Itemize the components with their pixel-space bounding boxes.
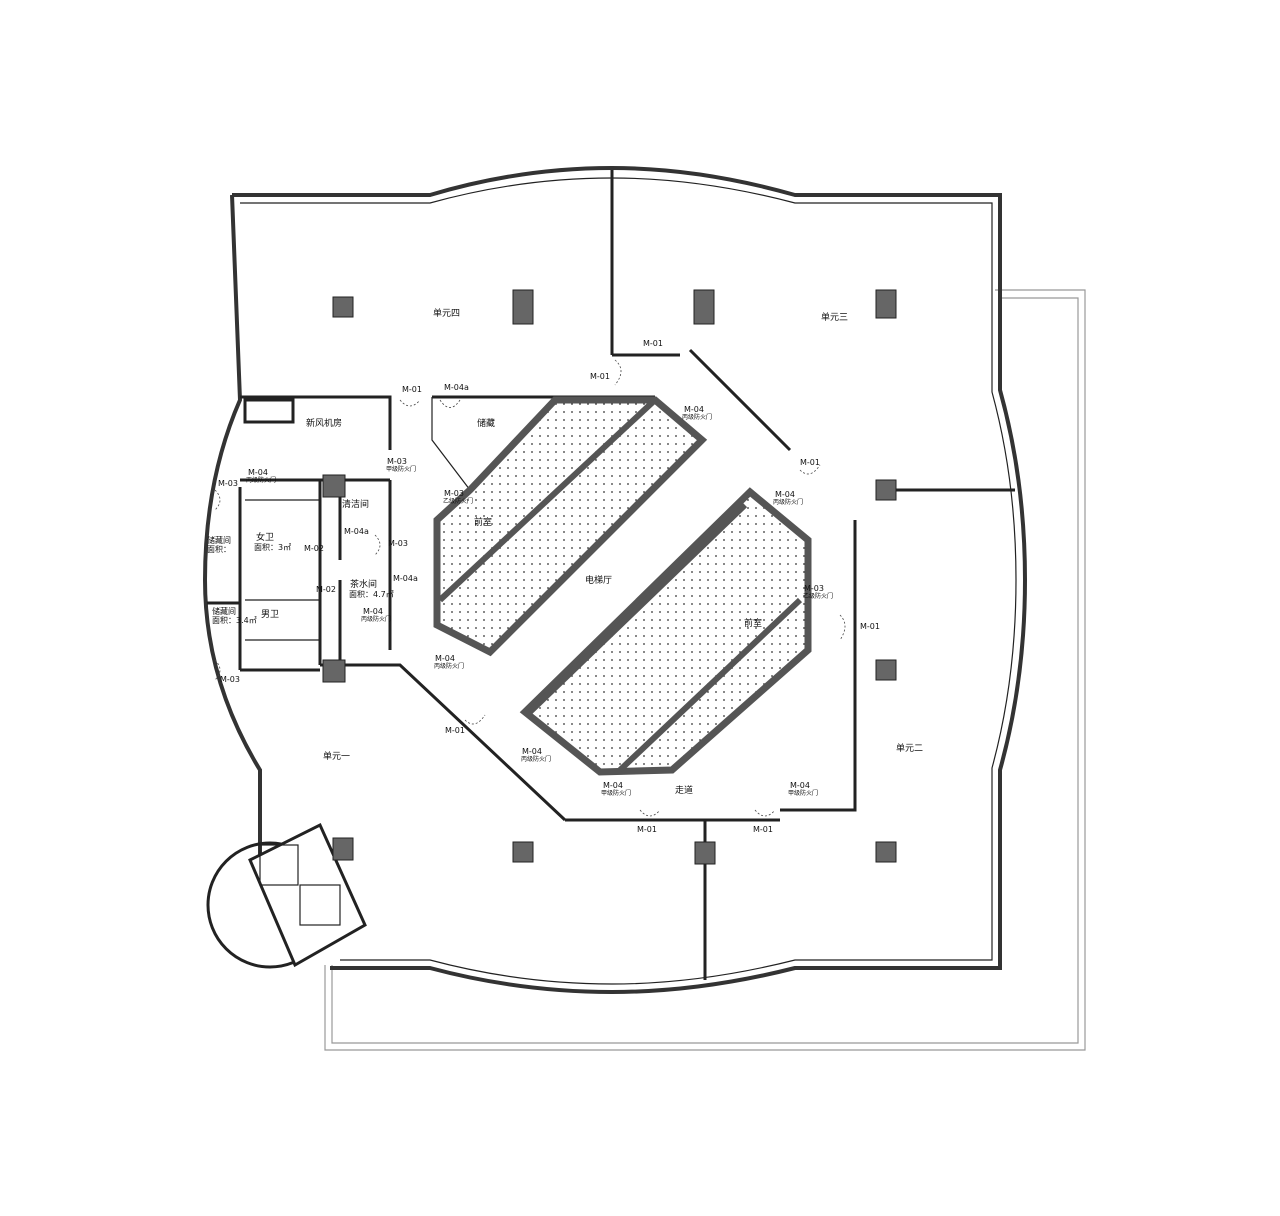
terrace-outline [324,289,1086,1051]
door-label: M-04a [393,574,418,583]
core-north [433,396,708,657]
area-storeroom-2: 面积：3.4㎡ [212,615,257,625]
svg-text:乙级防火门: 乙级防火门 [443,497,473,505]
room-fresh-air: 新风机房 [306,417,342,429]
svg-text:甲级防火门: 甲级防火门 [788,789,818,797]
room-storeroom-1: 储藏间 [207,535,231,545]
svg-text:M-03: M-03 [444,489,464,498]
svg-text:丙级防火门: 丙级防火门 [682,413,712,421]
room-corridor: 走道 [675,784,693,796]
svg-text:M-04: M-04 [522,747,542,756]
svg-text:M-04: M-04 [775,490,795,499]
svg-text:M-04: M-04 [684,405,704,414]
room-pantry: 茶水间 [350,578,377,590]
room-anteroom-north: 前室 [474,516,492,528]
door-label: M-01 [860,622,880,631]
svg-text:丙级防火门: 丙级防火门 [434,662,464,670]
svg-text:M-04: M-04 [248,468,268,477]
svg-text:丙级防火门: 丙级防火门 [246,476,276,484]
building-outline [202,165,1028,995]
room-unit-1: 单元一 [323,750,350,762]
room-storeroom-2: 储藏间 [212,606,236,616]
room-unit-2: 单元二 [896,742,923,754]
core-south [519,487,812,776]
room-unit-4: 单元四 [433,307,460,319]
door-label: M-04a [344,527,369,536]
room-labels: 单元四 单元三 单元二 单元一 新风机房 储藏 前室 电梯厅 前室 走道 清洁间… [207,307,923,796]
door-label: M-01 [800,458,820,467]
door-label: M-03 [220,675,240,684]
svg-text:甲级防火门: 甲级防火门 [386,465,416,473]
room-elevator-hall: 电梯厅 [585,574,612,586]
svg-text:M-04: M-04 [603,781,623,790]
room-anteroom-south: 前室 [744,617,762,629]
svg-text:丙级防火门: 丙级防火门 [773,498,803,506]
svg-text:M-04: M-04 [790,781,810,790]
room-unit-3: 单元三 [821,311,848,323]
door-label: M-01 [643,339,663,348]
svg-text:M-03: M-03 [804,584,824,593]
room-womens-wc: 女卫 [256,531,274,543]
area-storeroom-1: 面积： [207,544,231,554]
svg-text:M-04: M-04 [435,654,455,663]
door-label: M-01 [753,825,773,834]
door-labels: M-01 M-01 M-01 M-01 M-01 M-01 M-01 M-01 … [218,339,880,834]
door-label: M-02 [304,544,324,553]
room-mens-wc: 男卫 [261,609,279,620]
svg-text:丙级防火门: 丙级防火门 [521,755,551,763]
svg-text:M-04: M-04 [363,607,383,616]
svg-text:乙级防火门: 乙级防火门 [803,592,833,600]
door-label: M-02 [316,585,336,594]
area-womens-wc: 面积：3㎡ [254,542,291,552]
svg-text:丙级防火门: 丙级防火门 [361,615,391,623]
room-storage: 储藏 [477,417,495,429]
door-label: M-03 [388,539,408,548]
svg-text:甲级防火门: 甲级防火门 [601,789,631,797]
svg-text:M-03: M-03 [387,457,407,466]
door-label: M-03 [218,479,238,488]
area-pantry: 面积：4.7㎡ [349,589,394,599]
door-label: M-01 [590,372,610,381]
door-label: M-01 [445,726,465,735]
door-label: M-01 [637,825,657,834]
structural-columns [322,289,897,865]
door-label: M-01 [402,385,422,394]
room-cleaning: 清洁间 [342,498,369,510]
door-label: M-04a [444,383,469,392]
